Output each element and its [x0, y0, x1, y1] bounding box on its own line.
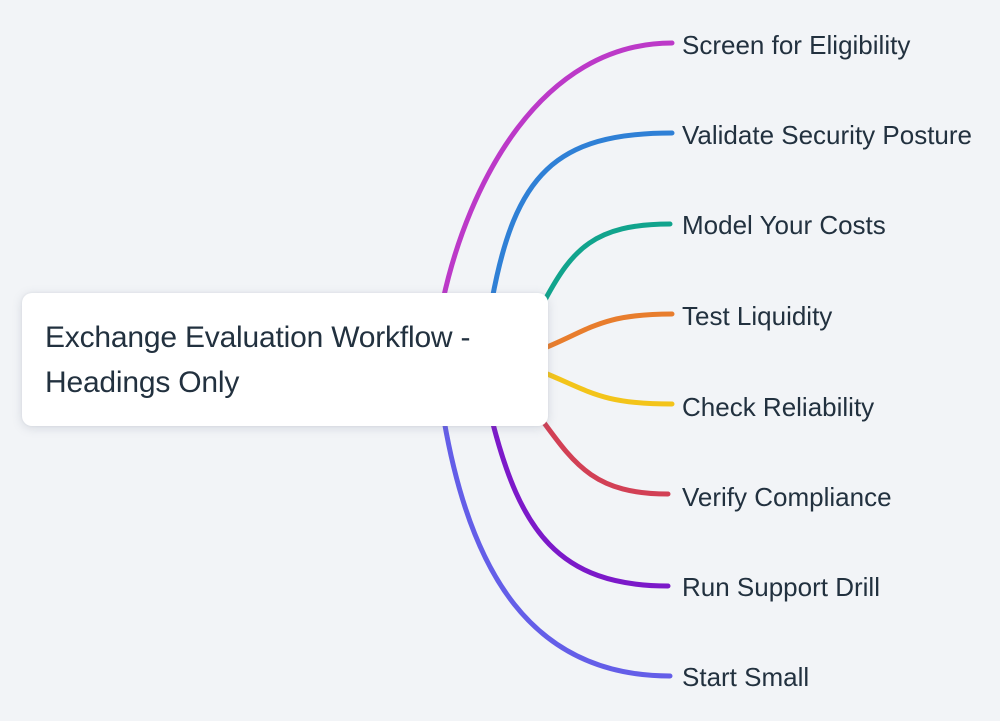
- branch-curve: [441, 417, 673, 679]
- root-node-title: Exchange Evaluation Workflow - Headings …: [45, 320, 471, 399]
- branch-curve: [539, 417, 671, 497]
- branch-curve: [537, 311, 675, 353]
- branch-curve: [542, 221, 673, 303]
- branch-node-label[interactable]: Test Liquidity: [682, 301, 833, 331]
- branch-node-label[interactable]: Validate Security Posture: [682, 120, 972, 150]
- branch-curve: [537, 368, 675, 407]
- branch-node-label[interactable]: Start Small: [682, 662, 810, 692]
- branch-curve: [489, 130, 675, 303]
- branch-node-label[interactable]: Model Your Costs: [682, 210, 886, 240]
- branch-node-label[interactable]: Verify Compliance: [682, 482, 892, 512]
- branch-curve: [489, 417, 671, 589]
- branch-node-label[interactable]: Run Support Drill: [682, 572, 880, 602]
- branch-curve: [440, 40, 675, 303]
- root-node[interactable]: Exchange Evaluation Workflow - Headings …: [22, 293, 548, 426]
- branch-node-label[interactable]: Screen for Eligibility: [682, 30, 911, 60]
- branch-node-label[interactable]: Check Reliability: [682, 392, 875, 422]
